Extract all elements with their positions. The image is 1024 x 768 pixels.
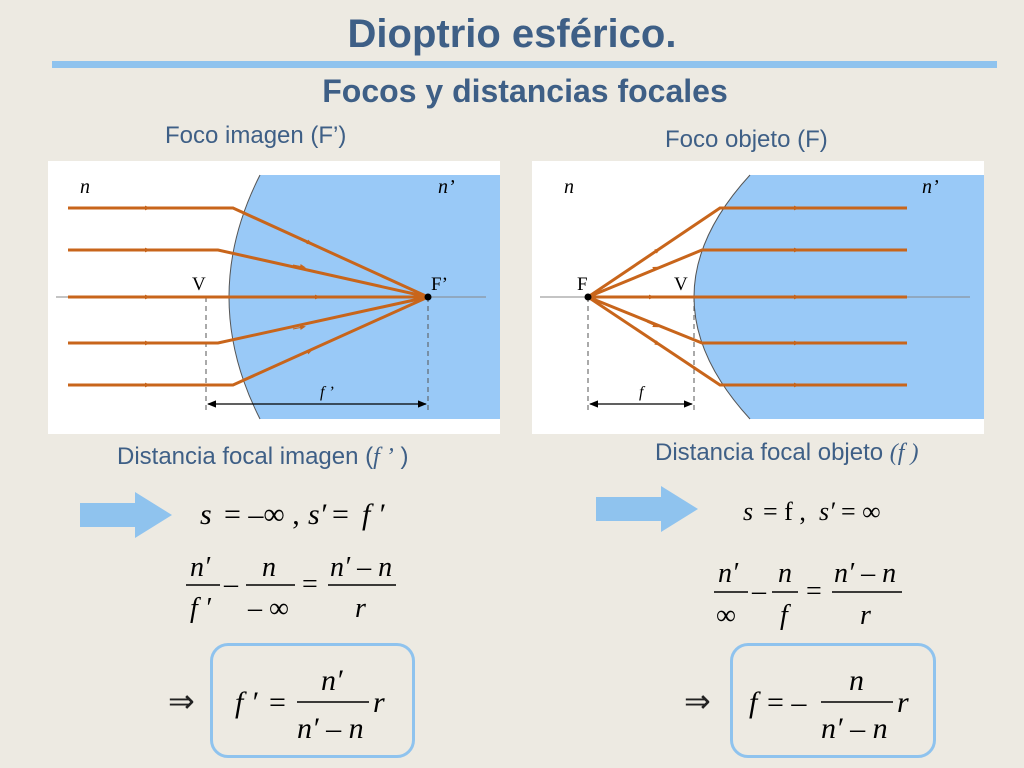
svg-text:n′: n′ <box>190 552 211 583</box>
svg-text:s′: s′ <box>819 497 835 526</box>
svg-text:r: r <box>860 600 871 631</box>
title-underline <box>52 61 997 68</box>
left-implies-symbol: ⇒ <box>168 682 195 720</box>
ray-direction-arrows <box>138 205 321 388</box>
svg-text:–: – <box>751 576 767 607</box>
svg-text:n′: n′ <box>321 664 343 697</box>
right-condition-equation: s = f , s′ = ∞ <box>743 497 881 526</box>
left-caption-end: ) <box>393 443 409 470</box>
light-rays <box>587 206 907 387</box>
right-result-box: f = – n n′ – n r <box>730 643 936 758</box>
left-condition-equation: s = –∞ , s′ = f ′ <box>200 498 385 531</box>
left-caption-symbol: f ’ <box>373 444 394 470</box>
svg-text:= f ,: = f , <box>763 497 806 526</box>
right-caption-symbol: (f ) <box>889 440 919 466</box>
image-focus-diagram: n n’ V F’ f ’ <box>48 161 500 434</box>
svg-text:n: n <box>778 558 792 589</box>
label-n-prime: n’ <box>922 176 939 198</box>
svg-text:=: = <box>302 569 318 600</box>
svg-text:=: = <box>806 576 822 607</box>
image-focus-svg: n n’ V F’ f ’ <box>56 174 500 420</box>
left-arrow-icon <box>80 492 172 538</box>
svg-text:f: f <box>780 600 791 631</box>
label-vertex: V <box>192 274 206 295</box>
object-focus-svg: n n’ F V f <box>540 174 984 420</box>
label-n: n <box>80 176 90 198</box>
svg-text:= –∞ ,: = –∞ , <box>224 498 300 531</box>
svg-text:s: s <box>743 497 753 526</box>
left-caption: Distancia focal imagen (f ’ ) <box>117 443 408 471</box>
svg-text:n′ – n: n′ – n <box>821 712 888 745</box>
label-focus: F <box>577 274 588 295</box>
right-result-equation: f = – n n′ – n r <box>749 664 909 745</box>
right-caption: Distancia focal objeto (f ) <box>655 439 918 467</box>
svg-text:n: n <box>262 552 276 583</box>
slide-title: Dioptrio esférico. <box>347 12 677 56</box>
label-focal-length: f ’ <box>320 384 334 401</box>
svg-text:= ∞: = ∞ <box>841 497 881 526</box>
svg-text:s: s <box>200 498 212 531</box>
svg-text:= –: = – <box>767 686 807 719</box>
light-rays <box>68 206 429 387</box>
right-heading: Foco objeto (F) <box>665 126 828 153</box>
left-caption-text: Distancia focal imagen ( <box>117 443 374 470</box>
svg-text:– ∞: – ∞ <box>247 593 289 624</box>
svg-text:=: = <box>332 498 349 531</box>
svg-text:n′ – n: n′ – n <box>834 558 896 589</box>
label-n-prime: n’ <box>438 176 455 198</box>
svg-text:=: = <box>269 686 286 719</box>
focus-point <box>584 293 592 301</box>
right-caption-text: Distancia focal objeto <box>655 439 890 466</box>
label-n: n <box>564 176 574 198</box>
svg-text:n′: n′ <box>718 558 739 589</box>
focus-point <box>424 293 432 301</box>
svg-text:f ′: f ′ <box>190 593 212 624</box>
right-dioptre-equation: n′ ∞ – n f = n′ – n r <box>714 558 902 631</box>
object-focus-diagram: n n’ F V f <box>532 161 984 434</box>
left-dioptre-equation: n′ f ′ – n – ∞ = n′ – n r <box>186 552 396 624</box>
left-heading: Foco imagen (F’) <box>165 122 347 149</box>
left-result-box: f ′ = n′ n′ – n r <box>210 643 415 758</box>
label-focus: F’ <box>431 274 448 295</box>
slide-subtitle: Focos y distancias focales <box>322 73 728 109</box>
svg-text:r: r <box>897 686 909 719</box>
right-arrow-icon <box>596 486 698 532</box>
svg-text:r: r <box>373 686 385 719</box>
svg-text:n′ – n: n′ – n <box>330 552 392 583</box>
svg-text:s′: s′ <box>308 498 327 531</box>
svg-text:f ′: f ′ <box>235 686 258 719</box>
label-focal-length: f <box>639 384 646 401</box>
svg-text:f ′: f ′ <box>362 498 385 531</box>
svg-text:–: – <box>223 569 239 600</box>
svg-text:n′ – n: n′ – n <box>297 712 364 745</box>
left-result-equation: f ′ = n′ n′ – n r <box>235 664 385 745</box>
svg-text:n: n <box>849 664 864 697</box>
svg-text:f: f <box>749 686 761 719</box>
label-vertex: V <box>674 274 688 295</box>
svg-text:r: r <box>355 593 366 624</box>
svg-text:∞: ∞ <box>716 600 736 631</box>
ray-direction-arrows <box>642 205 800 388</box>
right-implies-symbol: ⇒ <box>684 682 711 720</box>
